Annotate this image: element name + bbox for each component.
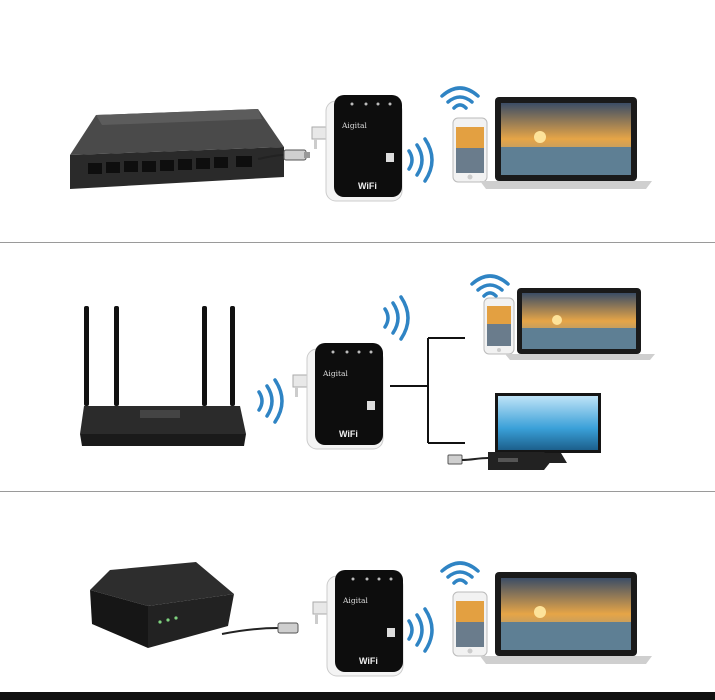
wifi-router <box>80 306 246 446</box>
extender-brand: Aigital <box>342 596 369 605</box>
scenario-row-2: Aigital WiFi <box>0 243 715 491</box>
wifi-signal-icon <box>440 561 480 585</box>
extender-wifi-logo: WiFi <box>358 181 377 191</box>
set-top-box <box>447 452 552 470</box>
bottom-bar <box>0 692 715 700</box>
ethernet-cable <box>221 622 299 635</box>
extender-brand: Aigital <box>322 369 349 378</box>
extender-brand: Aigital <box>341 121 368 130</box>
ethernet-cable <box>257 149 310 161</box>
wifi-signal-icon <box>470 274 510 298</box>
wifi-waves-icon <box>407 137 434 183</box>
divider-2 <box>0 491 715 492</box>
wifi-waves-icon <box>257 378 284 424</box>
wifi-extender: Aigital WiFi <box>311 95 403 202</box>
television <box>495 393 601 463</box>
extender-wifi-logo: WiFi <box>359 656 378 666</box>
smartphone <box>483 297 515 355</box>
smartphone <box>452 591 488 657</box>
wifi-extender: Aigital WiFi <box>292 343 384 450</box>
smartphone <box>452 117 488 183</box>
divider-1 <box>0 242 715 243</box>
connection-lines <box>390 337 465 444</box>
wifi-waves-icon <box>383 295 410 341</box>
scenario-row-1: Aigital WiFi <box>0 0 715 242</box>
laptop <box>505 288 655 360</box>
scenario-row-3: Aigital WiFi <box>0 492 715 692</box>
laptop <box>480 572 652 664</box>
laptop <box>480 97 652 189</box>
network-switch <box>70 109 284 189</box>
extender-wifi-logo: WiFi <box>339 429 358 439</box>
wifi-extender: Aigital WiFi <box>312 570 404 677</box>
wifi-waves-icon <box>407 607 434 653</box>
wifi-signal-icon <box>440 86 480 110</box>
network-modem <box>90 562 234 648</box>
